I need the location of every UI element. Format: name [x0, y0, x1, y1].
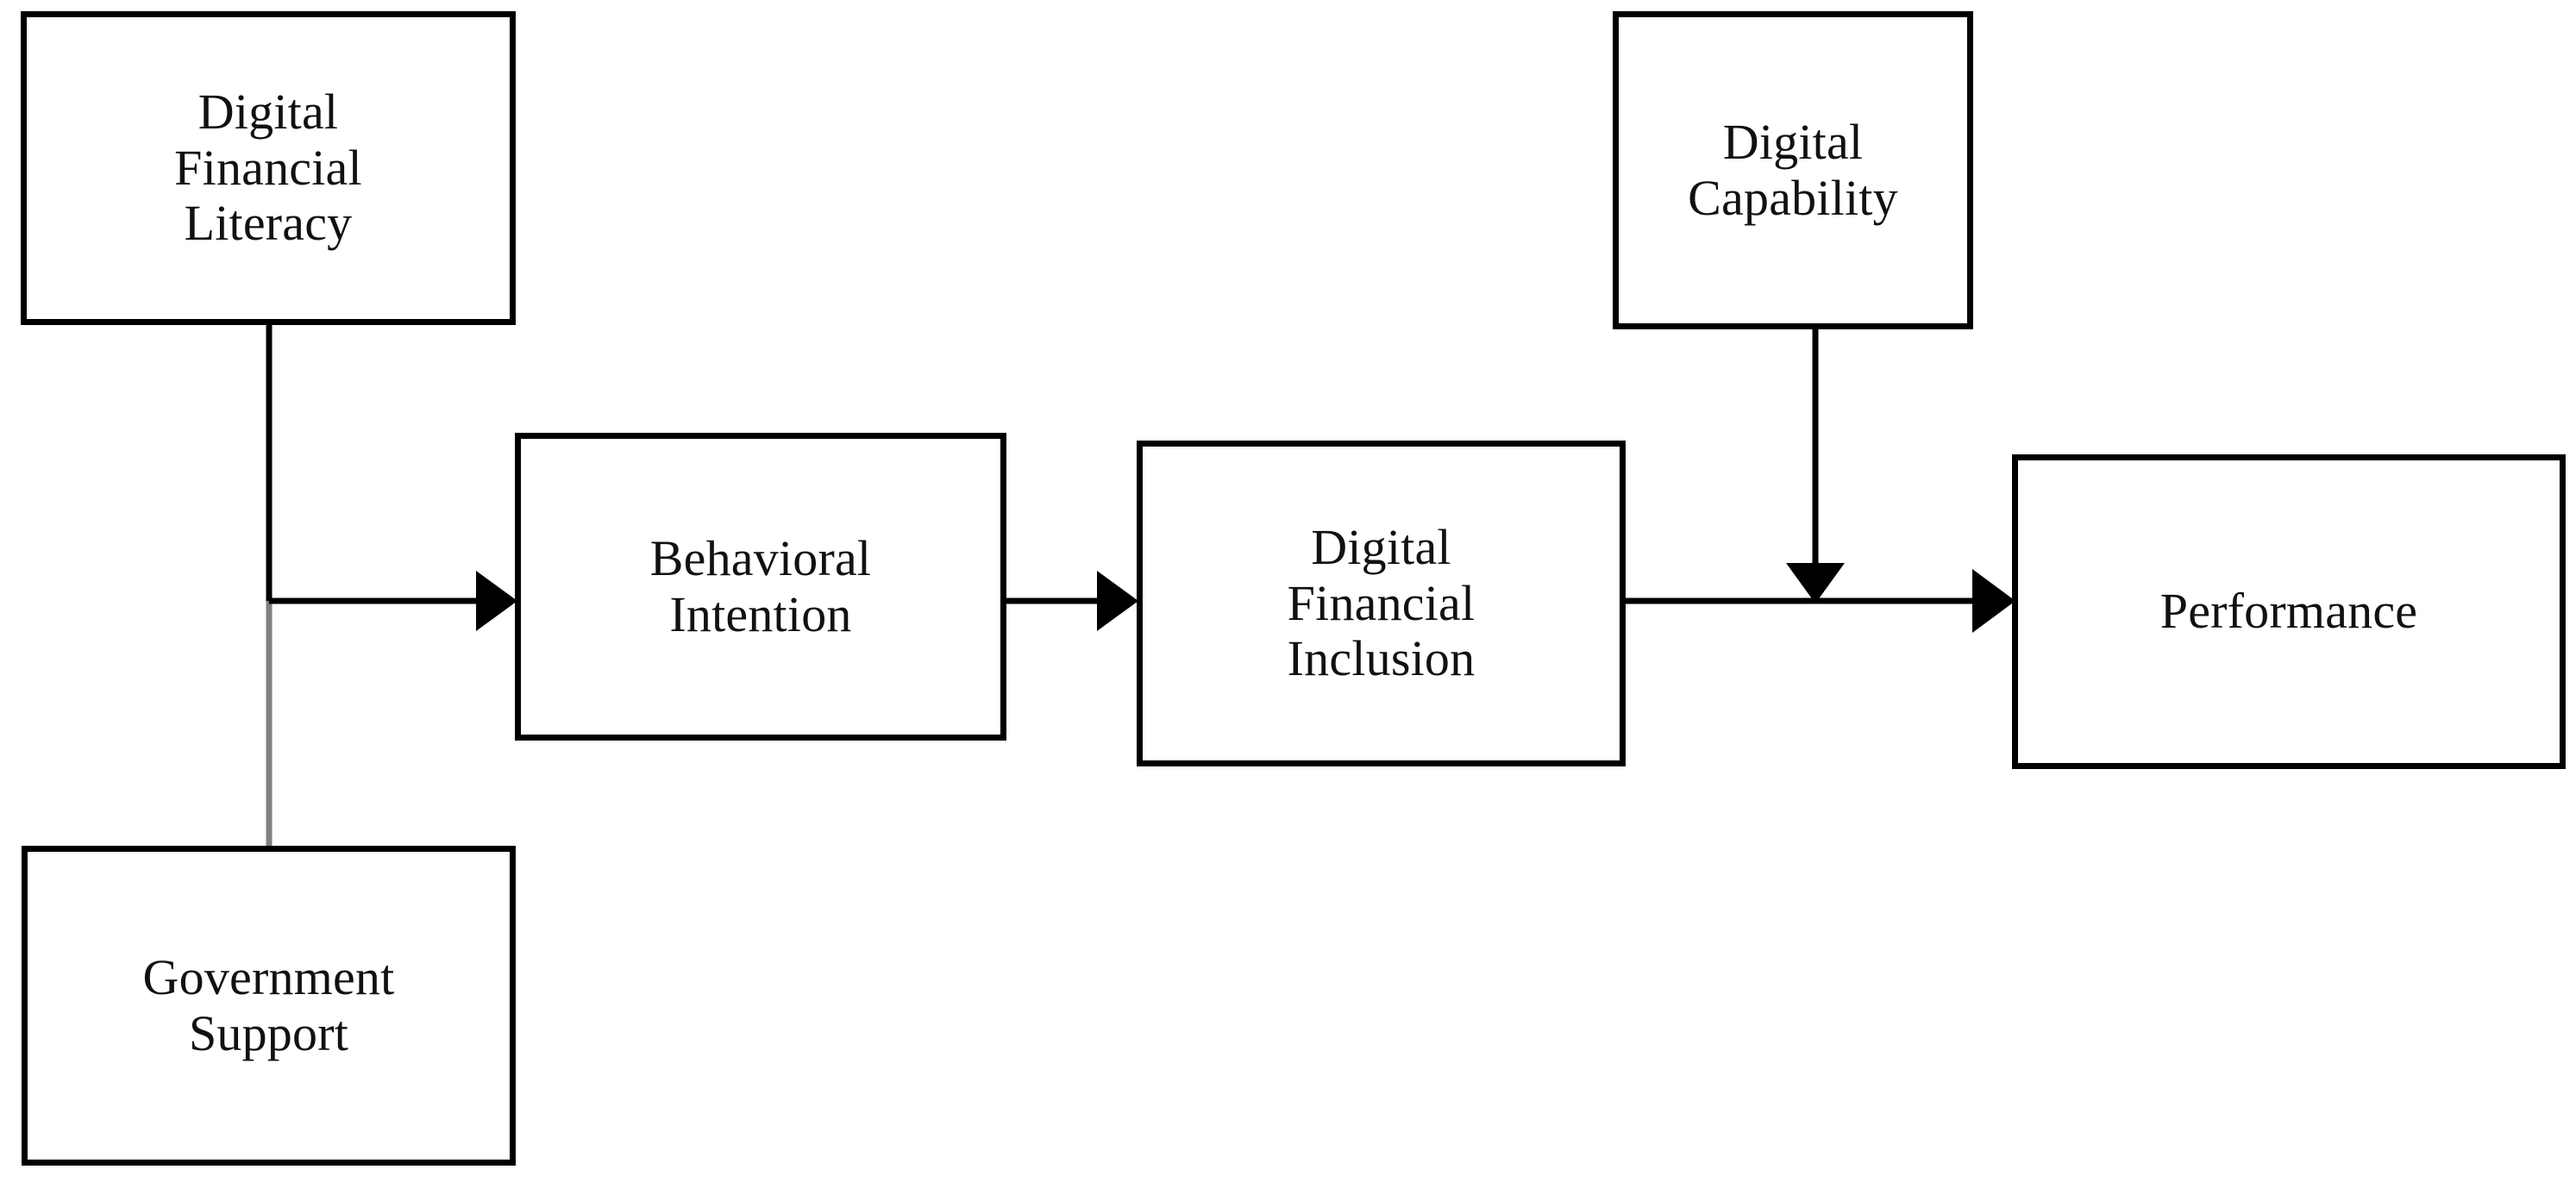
arrowhead-to-behavioral-intention — [476, 571, 517, 631]
node-government-support[interactable]: Government Support — [22, 846, 516, 1166]
arrowhead-digital-capability-moderator — [1786, 563, 1845, 604]
node-performance[interactable]: Performance — [2012, 454, 2566, 769]
node-digital-financial-literacy[interactable]: Digital Financial Literacy — [21, 11, 516, 325]
node-label-performance: Performance — [2159, 583, 2418, 640]
node-label-government-support: Government Support — [142, 948, 395, 1061]
arrowhead-to-digital-financial-inclusion — [1097, 571, 1138, 631]
node-label-digital-capability: Digital Capability — [1688, 113, 1898, 226]
node-behavioral-intention[interactable]: Behavioral Intention — [515, 433, 1006, 741]
node-digital-financial-inclusion[interactable]: Digital Financial Inclusion — [1137, 441, 1626, 766]
node-label-digital-financial-inclusion: Digital Financial Inclusion — [1287, 518, 1476, 687]
node-label-digital-financial-literacy: Digital Financial Literacy — [174, 83, 362, 252]
node-label-behavioral-intention: Behavioral Intention — [649, 529, 872, 642]
arrowhead-to-performance — [1972, 569, 2015, 633]
node-digital-capability[interactable]: Digital Capability — [1613, 11, 1973, 329]
